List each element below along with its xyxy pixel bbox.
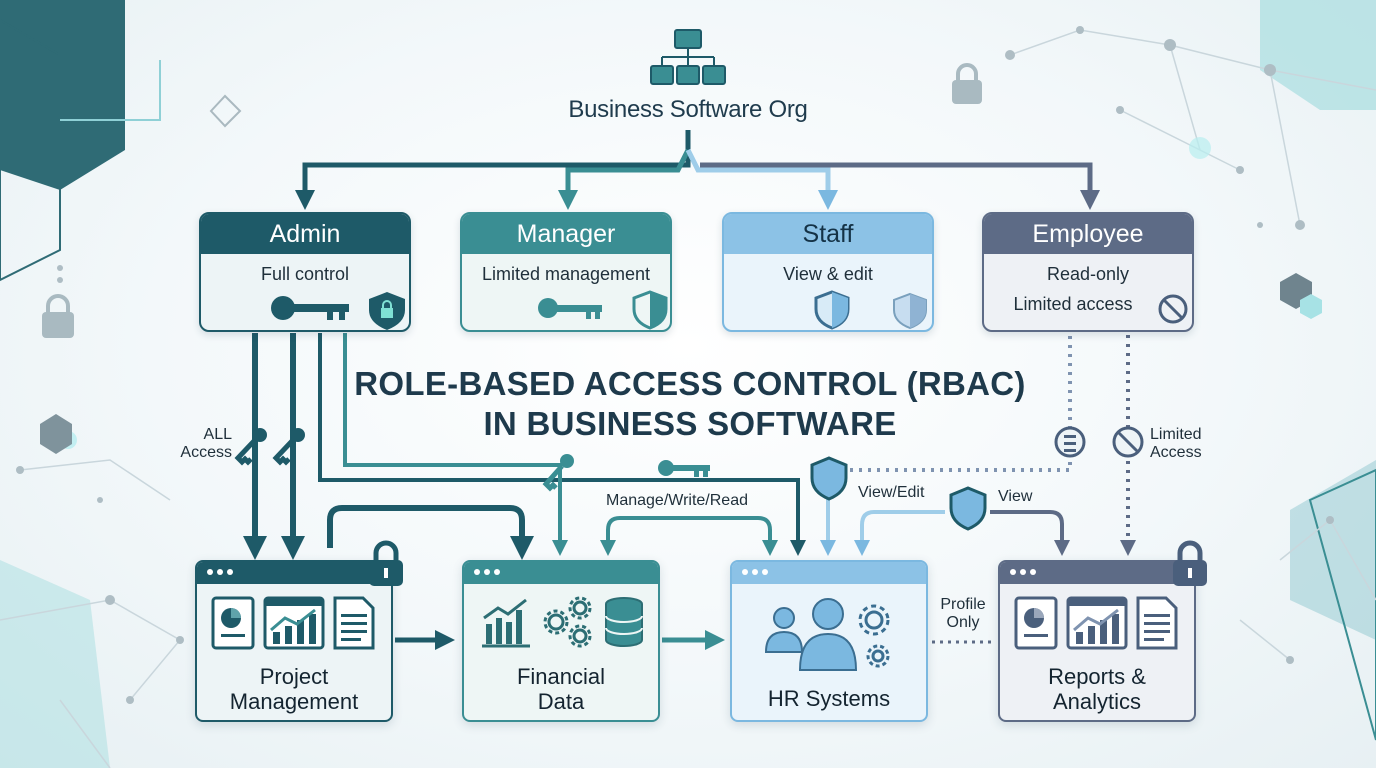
system-icons (482, 596, 643, 648)
system-hr-systems[interactable]: HR Systems (730, 560, 928, 722)
bar-chart-icon (263, 596, 325, 650)
lock-icon (369, 540, 403, 586)
shield-icon (814, 290, 850, 330)
role-name: Employee (984, 214, 1192, 254)
diagram-title: ROLE-BASED ACCESS CONTROL (RBAC) IN BUSI… (330, 364, 1050, 444)
lock-icon (1173, 540, 1207, 586)
pie-chart-document-icon (211, 596, 255, 650)
no-access-icon (1112, 426, 1144, 458)
role-description: Full control (260, 264, 350, 284)
title-line-1: ROLE-BASED ACCESS CONTROL (RBAC) (354, 365, 1026, 402)
shield-icon (893, 292, 927, 330)
system-icons (211, 596, 375, 650)
system-icons (1014, 596, 1178, 650)
system-label: HR Systems (767, 686, 891, 711)
pie-chart-document-icon (1014, 596, 1058, 650)
role-icons (271, 292, 405, 330)
role-description-2: Limited access (1013, 294, 1133, 314)
role-name: Manager (462, 214, 670, 254)
role-description: Limited management (481, 264, 651, 284)
system-reports-analytics[interactable]: Reports &Analytics (998, 560, 1196, 722)
org-chart-icon (650, 29, 726, 85)
key-icon (538, 298, 602, 319)
document-icon (1136, 596, 1178, 650)
info-icon (1054, 426, 1086, 458)
gear-icon (858, 604, 890, 668)
people-gears-icon (764, 598, 890, 671)
bar-chart-icon (482, 598, 530, 648)
view-label: View (998, 488, 1033, 505)
role-description: Read-only (1046, 264, 1130, 284)
role-icons (538, 290, 668, 330)
role-card-manager[interactable]: Manager Limited management (460, 212, 672, 332)
manage-label: Manage/Write/Read (606, 492, 748, 509)
role-name: Staff (724, 214, 932, 254)
shield-icon (949, 486, 987, 531)
role-card-employee[interactable]: Employee Read-only Limited access (982, 212, 1194, 332)
key-icon (658, 460, 710, 477)
role-card-admin[interactable]: Admin Full control (199, 212, 411, 332)
role-icons (814, 290, 927, 330)
gears-icon (543, 596, 592, 648)
org-title: Business Software Org (568, 96, 808, 123)
key-icon (234, 428, 267, 466)
key-icon (271, 296, 349, 320)
no-access-icon (1158, 294, 1188, 324)
view-edit-label: View/Edit (858, 484, 925, 501)
role-description: View & edit (783, 264, 873, 284)
system-label: Reports &Analytics (1048, 664, 1146, 714)
shield-icon (810, 456, 848, 501)
role-card-staff[interactable]: Staff View & edit (722, 212, 934, 332)
role-name: Admin (201, 214, 409, 254)
bar-chart-icon (1066, 596, 1128, 650)
key-icon (542, 454, 574, 492)
document-icon (333, 596, 375, 650)
shield-icon (632, 290, 668, 330)
database-icon (605, 597, 643, 647)
users-icon (764, 598, 858, 671)
shield-lock-icon (369, 292, 405, 330)
key-icon (272, 428, 305, 466)
title-line-2: IN BUSINESS SOFTWARE (483, 405, 897, 442)
